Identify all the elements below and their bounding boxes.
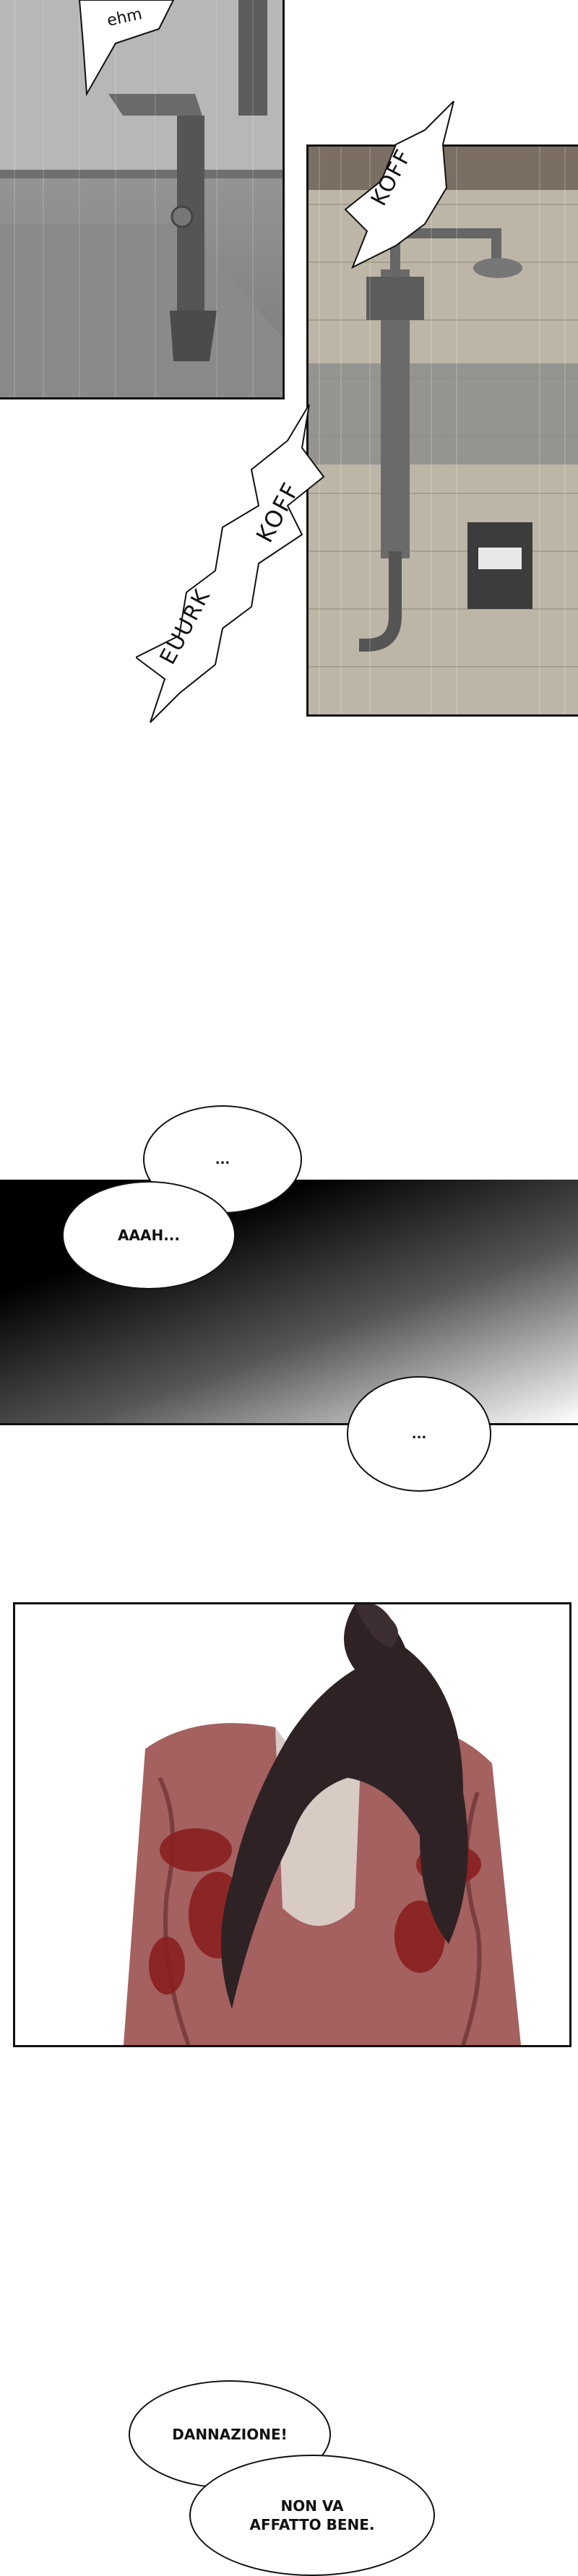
koff-burst-top: [344, 101, 455, 269]
bubble-aaah-text: AAAH...: [118, 1227, 180, 1244]
bubble-non-va-line2: AFFATTO BENE.: [249, 2516, 375, 2533]
panel-shower-left: ehm: [0, 0, 285, 399]
bubble-non-va-line1: NON VA: [280, 2497, 344, 2515]
bubble-dots-bottom-text: ...: [411, 1426, 427, 1442]
shower-left-illustration: [0, 0, 282, 397]
bubble-dots-top-text: ...: [215, 1151, 230, 1167]
speech-bubble-dots-bottom: ...: [347, 1376, 491, 1492]
panel-character: [13, 1602, 571, 2047]
speech-bubble-aaah: AAAH...: [62, 1181, 236, 1289]
bubble-dannazione-text: DANNAZIONE!: [172, 2426, 288, 2443]
character-illustration: [124, 1604, 521, 2045]
speech-bubble-non-va: NON VA AFFATTO BENE.: [189, 2455, 435, 2576]
cough-burst: [136, 405, 325, 723]
